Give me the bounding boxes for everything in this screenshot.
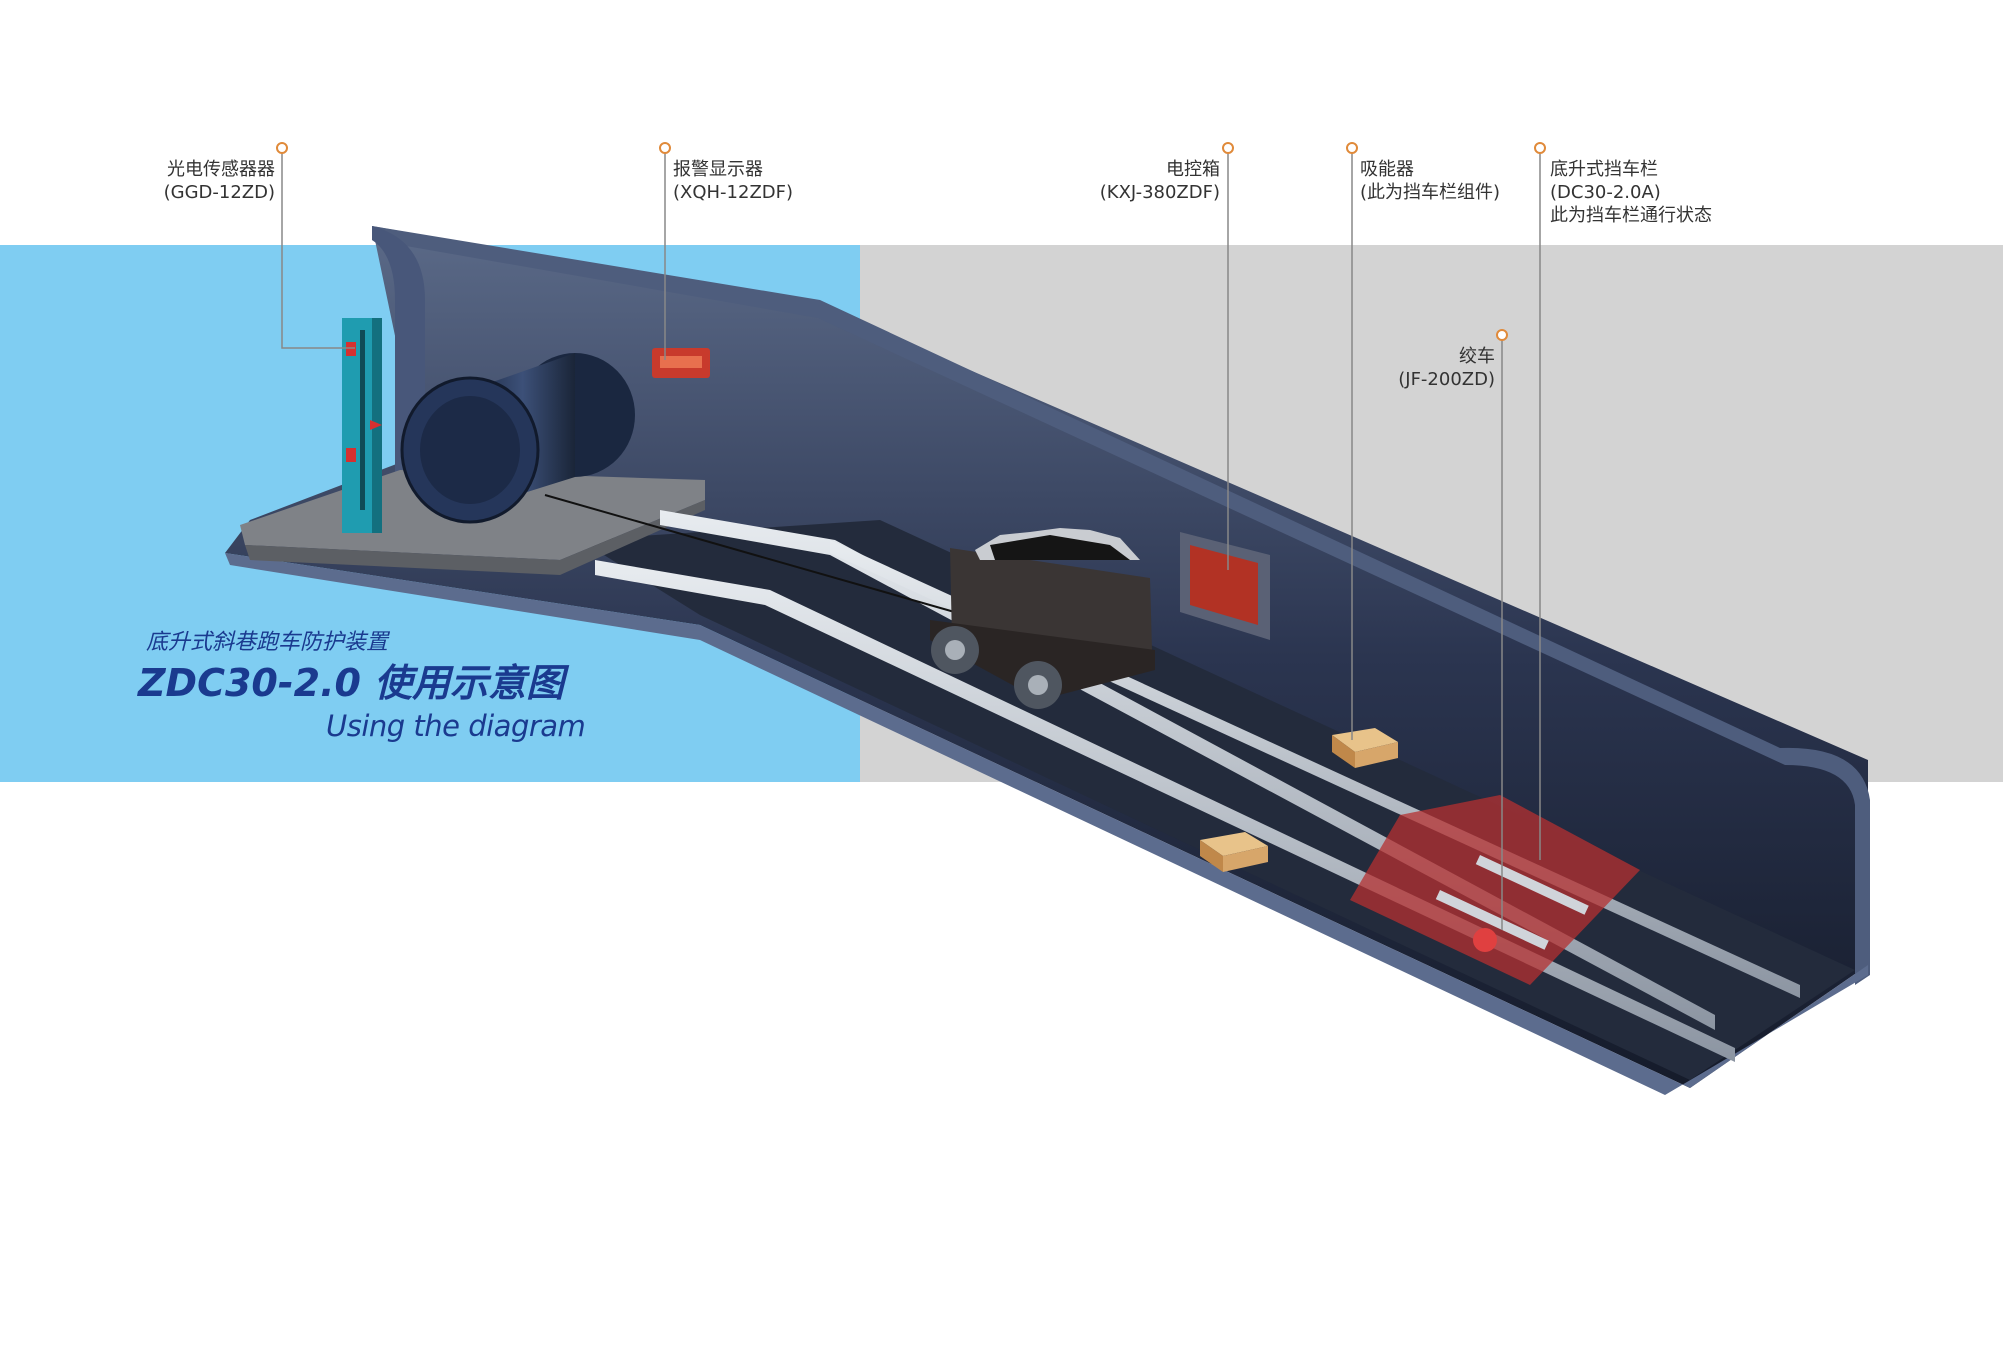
callout-photo-sensor: 光电传感器器 (GGD-12ZD) bbox=[145, 158, 275, 204]
diagram-subtitle: 底升式斜巷跑车防护装置 bbox=[146, 630, 389, 655]
callout-line: (GGD-12ZD) bbox=[163, 182, 275, 203]
winch-cable bbox=[544, 494, 1001, 626]
callout-line: (XQH-12ZDF) bbox=[673, 182, 794, 203]
leader-lines bbox=[281, 148, 1541, 930]
callout-line: 报警显示器 bbox=[673, 159, 763, 180]
alarm-display-device bbox=[652, 348, 710, 378]
callout-line: 底升式挡车栏 bbox=[1550, 159, 1658, 180]
callout-line: 绞车 bbox=[1459, 346, 1495, 367]
callout-energy-absorber: 吸能器 (此为挡车栏组件) bbox=[1360, 158, 1500, 204]
diagram-title: ZDC30-2.0 使用示意图 bbox=[138, 661, 565, 705]
title-block: 底升式斜巷跑车防护装置 ZDC30-2.0 使用示意图 Using the di… bbox=[138, 628, 586, 744]
photo-sensor-device bbox=[342, 318, 382, 533]
callout-line: 吸能器 bbox=[1360, 159, 1414, 180]
callout-line: 光电传感器器 bbox=[167, 159, 275, 180]
callout-line: 此为挡车栏通行状态 bbox=[1550, 205, 1712, 226]
callout-barrier: 底升式挡车栏 (DC30-2.0A) 此为挡车栏通行状态 bbox=[1550, 158, 1712, 227]
callout-alarm-display: 报警显示器 (XQH-12ZDF) bbox=[673, 158, 793, 204]
callout-line: (DC30-2.0A) bbox=[1550, 182, 1661, 203]
energy-absorber-device bbox=[1200, 728, 1398, 872]
callout-line: (JF-200ZD) bbox=[1398, 369, 1495, 390]
barrier-device bbox=[1350, 795, 1640, 985]
mine-cart bbox=[930, 528, 1155, 709]
control-box-device bbox=[1180, 532, 1270, 640]
diagram-title-english: Using the diagram bbox=[326, 709, 586, 743]
callout-control-box: 电控箱 (KXJ-380ZDF) bbox=[1060, 158, 1220, 204]
callout-line: (此为挡车栏组件) bbox=[1360, 182, 1501, 203]
winch-drum bbox=[400, 353, 635, 524]
callout-line: (KXJ-380ZDF) bbox=[1099, 182, 1220, 203]
callout-line: 电控箱 bbox=[1166, 159, 1220, 180]
callout-winch: 绞车 (JF-200ZD) bbox=[1345, 345, 1495, 391]
winch-platform-edge bbox=[245, 500, 705, 575]
callout-markers bbox=[276, 142, 1546, 341]
